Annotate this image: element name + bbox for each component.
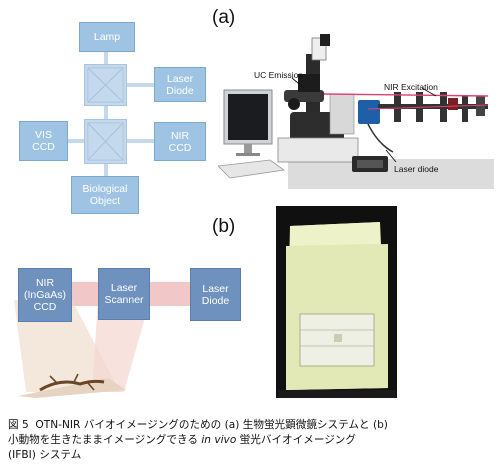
uc-emission-label: UC Emission [254, 70, 304, 80]
biological-object-box: Biological Object [71, 176, 139, 214]
connector [127, 83, 154, 87]
beam-segment [72, 282, 98, 306]
connector [104, 52, 108, 64]
connector [104, 164, 108, 176]
caption-line-3: (IFBI) システム [8, 449, 82, 461]
caption-line-2: 小動物を生きたままイメージングできる in vivo 蛍光バイオイメージング [8, 434, 356, 446]
ifbi-system-photo [276, 206, 397, 398]
nir-ingaas-ccd-box: NIR (InGaAs) CCD [18, 268, 72, 322]
figure-caption: 図 5 OTN-NIR バイオイメージングのための (a) 生物蛍光顕微鏡システ… [8, 418, 492, 463]
nir-ccd-box: NIR CCD [154, 122, 206, 161]
in-vivo-italic: in vivo [201, 434, 237, 446]
nir-excitation-label: NIR Excitation [384, 82, 438, 92]
beam-splitter-upper [84, 64, 127, 106]
panel-b-label: (b) [212, 216, 236, 237]
laser-diode-b-box: Laser Diode [190, 268, 241, 321]
beam-cone [14, 300, 150, 398]
lamp-box: Lamp [79, 22, 135, 52]
connector [127, 139, 154, 143]
caption-line-1: 図 5 OTN-NIR バイオイメージングのための (a) 生物蛍光顕微鏡システ… [8, 419, 388, 431]
vis-ccd-box: VIS CCD [19, 121, 68, 161]
beam-splitter-lower [84, 119, 127, 164]
panel-a-label: (a) [212, 7, 236, 28]
laser-diode-box: Laser Diode [154, 67, 206, 102]
laser-scanner-box: Laser Scanner [98, 268, 150, 320]
connector [104, 106, 108, 119]
beam-segment [150, 282, 190, 306]
microscope-photo: UC Emission NIR Excitation Laser diode [217, 34, 494, 196]
laser-diode-photo-label: Laser diode [394, 164, 439, 174]
connector [68, 139, 84, 143]
